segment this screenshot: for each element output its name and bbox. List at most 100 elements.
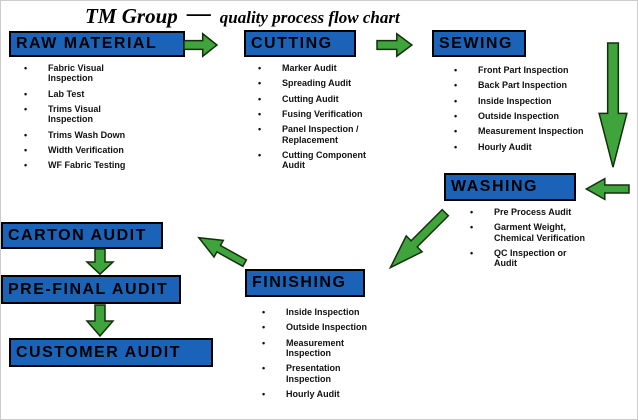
bullet-icon: [259, 389, 286, 399]
stage-label-finishing: FINISHING: [252, 274, 347, 291]
list-item: Outside Inspection: [259, 322, 386, 332]
bullet-icon: [255, 78, 282, 88]
list-item-label: Spreading Audit: [282, 78, 352, 89]
finishing-checklist: Inside Inspection Outside Inspection Mea…: [259, 307, 386, 404]
list-item-label: Cutting Audit: [282, 93, 339, 104]
bullet-icon: [255, 109, 282, 119]
list-item-label: Width Verification: [48, 145, 124, 156]
list-item-label: Hourly Audit: [478, 141, 532, 152]
list-item: Marker Audit: [255, 63, 388, 73]
list-item-label: Cutting Component Audit: [282, 150, 366, 171]
list-item: Cutting Audit: [255, 94, 388, 104]
bullet-icon: [451, 96, 478, 106]
bullet-icon: [259, 322, 286, 332]
stage-label-pre-final-audit: PRE-FINAL AUDIT: [8, 280, 169, 298]
list-item-label: Presentation Inspection: [286, 363, 341, 384]
list-item-label: Inside Inspection: [286, 307, 360, 317]
list-item-label: Garment Weight, Chemical Verification: [494, 222, 586, 243]
list-item-label: Trims Wash Down: [48, 129, 126, 140]
stage-box-finishing: FINISHING: [245, 269, 365, 297]
list-item: Hourly Audit: [259, 389, 386, 399]
cutting-checklist: Marker Audit Spreading Audit Cutting Aud…: [255, 63, 388, 176]
list-item-label: Outside Inspection: [286, 322, 368, 333]
bullet-icon: [255, 63, 282, 73]
list-item-label: WF Fabric Testing: [48, 160, 126, 171]
stage-label-sewing: SEWING: [439, 34, 513, 52]
bullet-icon: [259, 307, 286, 317]
arrow-sewing-to-washing: [597, 43, 629, 171]
list-item-label: Front Part Inspection: [478, 65, 569, 75]
list-item-label: Fusing Verification: [282, 109, 363, 120]
stage-box-pre-final-audit: PRE-FINAL AUDIT: [1, 275, 181, 304]
title-dash: —: [186, 1, 211, 27]
bullet-icon: [451, 80, 478, 90]
list-item-label: Measurement Inspection: [286, 337, 345, 359]
list-item: Pre Process Audit: [467, 207, 586, 217]
arrow-raw-material-to-cutting: [184, 32, 218, 58]
list-item-label: Panel Inspection / Replacement: [282, 124, 359, 145]
bullet-icon: [451, 126, 478, 136]
stage-label-customer-audit: CUSTOMER AUDIT: [16, 343, 181, 361]
sewing-checklist: Front Part Inspection Back Part Inspecti…: [451, 65, 600, 157]
bullet-icon: [255, 94, 282, 104]
list-item: Panel Inspection / Replacement: [255, 124, 388, 145]
stage-label-carton-audit: CARTON AUDIT: [8, 226, 147, 244]
list-item-label: Measurement Inspection: [478, 126, 584, 137]
bullet-icon: [21, 63, 48, 73]
bullet-icon: [255, 124, 282, 134]
stage-label-raw-material: RAW MATERIAL: [16, 35, 158, 52]
chart-title: TM Group — quality process flow chart: [85, 1, 400, 30]
bullet-icon: [21, 104, 48, 114]
washing-checklist: Pre Process Audit Garment Weight, Chemic…: [467, 207, 586, 274]
arrow-finishing-to-carton-audit: [192, 227, 250, 272]
list-item: Width Verification: [21, 145, 146, 155]
bullet-icon: [21, 130, 48, 140]
arrow-washing-to-finishing: [380, 204, 455, 279]
bullet-icon: [21, 89, 48, 99]
list-item: Spreading Audit: [255, 78, 388, 88]
stage-box-cutting: CUTTING: [244, 30, 356, 57]
list-item: Fabric Visual Inspection: [21, 63, 146, 84]
list-item: Trims Visual Inspection: [21, 104, 146, 125]
bullet-icon: [21, 160, 48, 170]
list-item: Cutting Component Audit: [255, 150, 388, 171]
list-item-label: Inside Inspection: [478, 95, 552, 106]
bullet-icon: [467, 248, 494, 258]
list-item: WF Fabric Testing: [21, 160, 146, 170]
title-group-name: TM Group: [85, 4, 178, 28]
list-item-label: Hourly Audit: [286, 389, 340, 400]
list-item: Inside Inspection: [259, 307, 386, 317]
stage-box-washing: WASHING: [444, 173, 576, 201]
list-item: Measurement Inspection: [259, 338, 386, 359]
list-item: Trims Wash Down: [21, 130, 146, 140]
bullet-icon: [21, 145, 48, 155]
bullet-icon: [467, 222, 494, 232]
arrow-carton-to-pre-final: [85, 249, 115, 275]
bullet-icon: [451, 65, 478, 75]
list-item-label: Fabric Visual Inspection: [48, 63, 104, 84]
bullet-icon: [451, 142, 478, 152]
list-item: Inside Inspection: [451, 96, 600, 106]
bullet-icon: [467, 207, 494, 217]
list-item-label: Pre Process Audit: [494, 207, 572, 217]
bullet-icon: [259, 338, 286, 348]
list-item-label: Marker Audit: [282, 63, 337, 73]
stage-box-raw-material: RAW MATERIAL: [9, 31, 185, 57]
list-item: Measurement Inspection: [451, 126, 600, 136]
stage-label-cutting: CUTTING: [251, 34, 333, 52]
stage-box-customer-audit: CUSTOMER AUDIT: [9, 338, 213, 367]
stage-label-washing: WASHING: [451, 178, 538, 195]
title-subtitle: quality process flow chart: [219, 8, 400, 27]
arrow-into-washing: [585, 177, 629, 201]
bullet-icon: [255, 150, 282, 160]
list-item: QC Inspection or Audit: [467, 248, 586, 269]
list-item: Hourly Audit: [451, 142, 600, 152]
list-item-label: Back Part Inspection: [478, 80, 568, 91]
list-item: Fusing Verification: [255, 109, 388, 119]
list-item: Garment Weight, Chemical Verification: [467, 222, 586, 243]
stage-box-sewing: SEWING: [432, 30, 526, 57]
list-item-label: QC Inspection or Audit: [494, 248, 567, 269]
list-item-label: Outside Inspection: [478, 111, 560, 122]
bullet-icon: [451, 111, 478, 121]
